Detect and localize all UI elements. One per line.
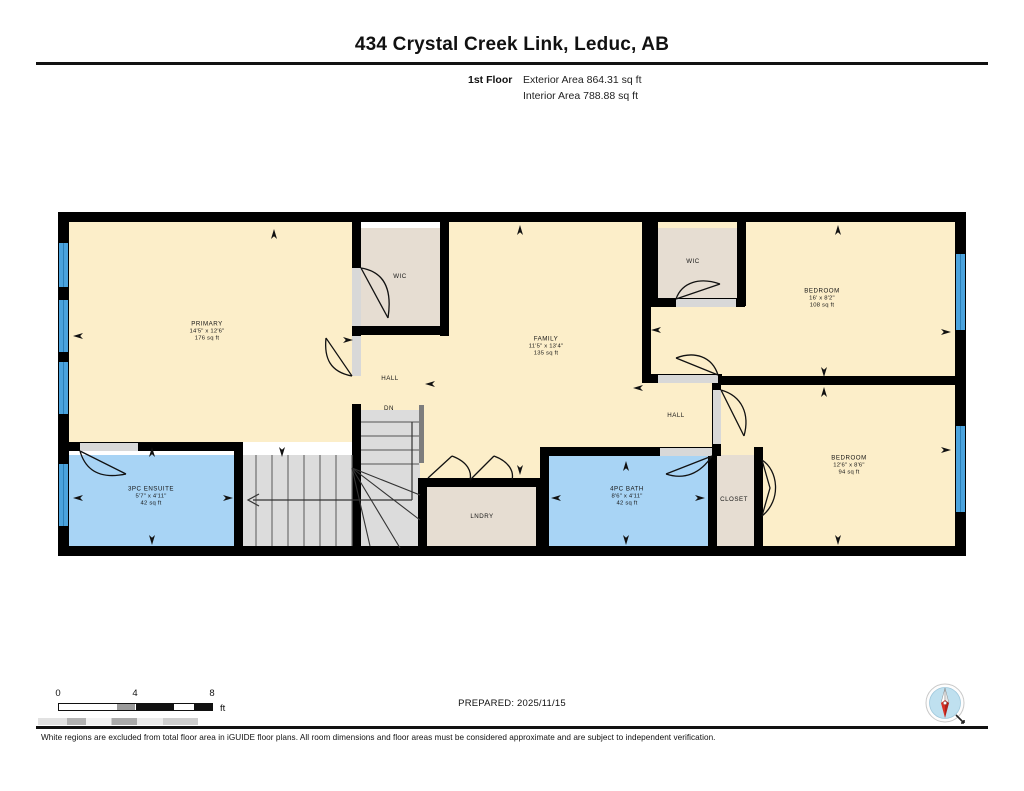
fill-bath-4pc — [544, 455, 712, 546]
scale-unit-label: ft — [220, 703, 226, 714]
compass-icon — [925, 683, 965, 724]
scale-bar-artifact — [38, 718, 198, 725]
scale-tick-8: 8 — [209, 688, 215, 699]
floor-label: 1st Floor — [468, 74, 513, 86]
fill-primary — [68, 220, 358, 442]
fill-wic-left — [358, 228, 446, 326]
scale-bar — [58, 703, 213, 711]
fill-ensuite — [68, 455, 234, 546]
scale-tick-4: 4 — [132, 688, 138, 699]
interior-area-text: Interior Area 788.88 sq ft — [523, 90, 638, 102]
page-title: 434 Crystal Creek Link, Leduc, AB — [354, 34, 670, 55]
fill-stairs-upper — [358, 410, 420, 546]
window-icon — [59, 300, 68, 352]
exterior-area-text: Exterior Area 864.31 sq ft — [523, 74, 642, 86]
room-fills — [68, 220, 956, 546]
window-icon — [956, 426, 965, 512]
window-icon — [956, 254, 965, 330]
windows-right — [956, 254, 965, 512]
header-divider — [36, 62, 988, 65]
doors — [79, 267, 777, 517]
compass-rose — [921, 679, 971, 729]
footer-divider — [36, 726, 988, 729]
fill-laundry — [424, 483, 540, 546]
disclaimer-text: White regions are excluded from total fl… — [41, 733, 716, 742]
staircase — [246, 421, 421, 549]
window-icon — [59, 464, 68, 526]
window-icon — [59, 243, 68, 287]
scale-tick-0: 0 — [55, 688, 61, 699]
scale-ticks: 0 4 8 — [50, 688, 250, 701]
window-icon — [59, 362, 68, 414]
floor-summary: 1st Floor Exterior Area 864.31 sq ft Int… — [0, 71, 1024, 103]
fill-closet — [712, 455, 758, 546]
windows-left — [59, 243, 68, 526]
prepared-date: PREPARED: 2025/11/15 — [458, 698, 566, 709]
fill-family-upper — [446, 220, 648, 326]
scale-bar-widget: 0 4 8 ft — [50, 688, 250, 724]
